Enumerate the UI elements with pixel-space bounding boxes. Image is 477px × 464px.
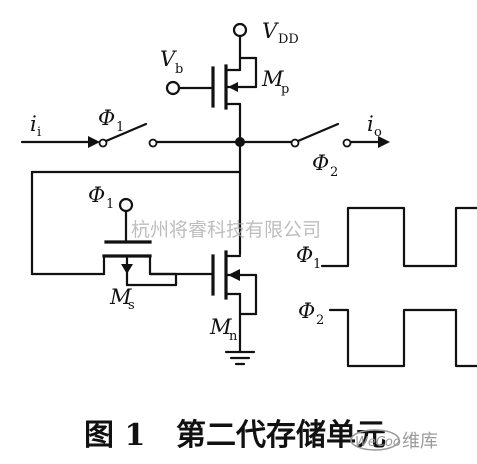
company-watermark: 杭州将睿科技有限公司 — [131, 219, 321, 241]
phi1-switch-label-sub: 1 — [116, 120, 124, 135]
phi2-waveform — [328, 308, 477, 368]
feedback-loop-wire — [30, 140, 242, 276]
mp-label-sub: p — [281, 82, 289, 97]
phi2-switch-label-sub: 2 — [330, 165, 338, 180]
figure-number: 图 1 — [84, 418, 145, 453]
phi2-wave-label-sub: 2 — [316, 313, 324, 328]
vdd-label: V — [262, 19, 279, 43]
output-current-label: i — [367, 112, 374, 136]
vdd-terminal — [232, 22, 248, 60]
phi1-switch-label: Φ — [98, 106, 115, 130]
mp-label: M — [261, 67, 284, 91]
phi1-wave-label: Φ — [296, 243, 313, 267]
ms-label: M — [109, 285, 132, 309]
phi1-waveform — [320, 206, 477, 268]
phi2-switch-label: Φ — [312, 151, 329, 175]
input-current-label: i — [30, 112, 37, 136]
ms-label-sub: s — [128, 298, 135, 313]
vdd-label-sub: DD — [278, 32, 299, 47]
mn-label: M — [209, 315, 232, 339]
phi2-wave-label: Φ — [298, 299, 315, 323]
site-watermark-text: 维库 — [402, 431, 438, 452]
input-branch — [20, 122, 242, 148]
site-watermark: WeCoo 维库 — [350, 429, 438, 452]
nmos-transistor-mn — [148, 250, 258, 354]
vb-terminal — [165, 80, 181, 96]
switch-transistor-ms — [102, 210, 178, 287]
pmos-transistor-mp — [177, 56, 258, 144]
site-logo-letters: WeCoo — [355, 435, 401, 450]
ground-icon — [224, 350, 256, 366]
phi1-ms-terminal — [118, 197, 134, 213]
figure-title: 第二代存储单元 — [176, 418, 386, 453]
phi1-wave-label-sub: 1 — [313, 257, 321, 272]
vb-label: V — [160, 47, 177, 71]
mn-label-sub: n — [229, 329, 238, 344]
output-branch — [238, 122, 390, 148]
output-current-label-sub: o — [374, 125, 382, 140]
phi1-ms-label: Φ — [88, 183, 105, 207]
vb-label-sub: b — [175, 62, 183, 77]
input-current-label-sub: i — [37, 125, 41, 140]
phi1-ms-label-sub: 1 — [106, 197, 114, 212]
